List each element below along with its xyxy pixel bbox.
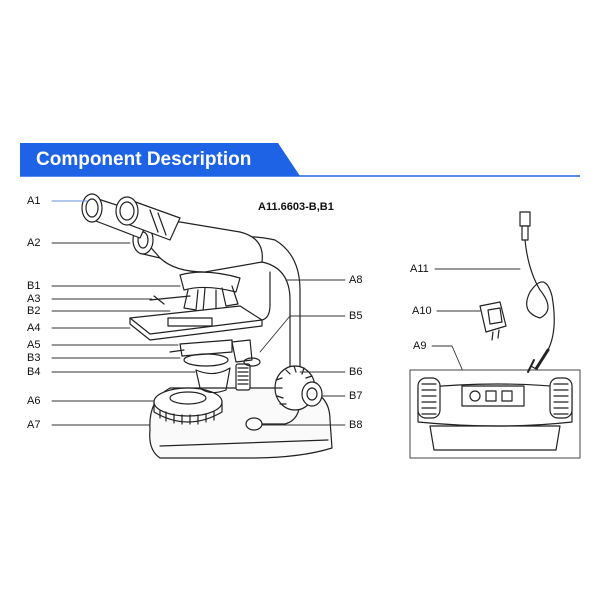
label-a9: A9 [413,340,427,352]
label-b1: B1 [27,280,41,292]
label-a6: A6 [27,395,41,407]
label-b4: B4 [27,366,41,378]
header-banner-shape [20,143,300,176]
page-title: Component Description [36,149,252,170]
field-diaphragm-ring [153,387,223,425]
stage-coaxial-controls [231,339,261,391]
label-b2: B2 [27,305,41,317]
label-a5: A5 [27,339,41,351]
leader-lines [51,200,521,426]
label-a1: A1 [27,195,41,207]
label-a11: A11 [410,263,429,275]
label-b5: B5 [349,310,363,322]
focus-knob-fine [301,381,323,407]
label-b7: B7 [349,390,363,402]
power-adapter [479,301,507,341]
label-a4: A4 [27,322,41,334]
model-number: A11.6603-B,B1 [258,201,334,213]
label-a10: A10 [412,305,432,317]
brightness-knob [245,417,263,431]
label-b8: B8 [349,419,363,431]
condenser [169,339,233,394]
stage [129,295,263,341]
label-a2: A2 [27,237,41,249]
label-a8: A8 [349,274,363,286]
eyepiece-right [115,196,181,241]
usb-cable [519,211,555,381]
label-a7: A7 [27,419,41,431]
nosepiece [179,271,241,318]
base-closeup-frame [409,359,581,459]
label-a3: A3 [27,293,41,305]
label-b3: B3 [27,352,41,364]
label-b6: B6 [349,366,363,378]
